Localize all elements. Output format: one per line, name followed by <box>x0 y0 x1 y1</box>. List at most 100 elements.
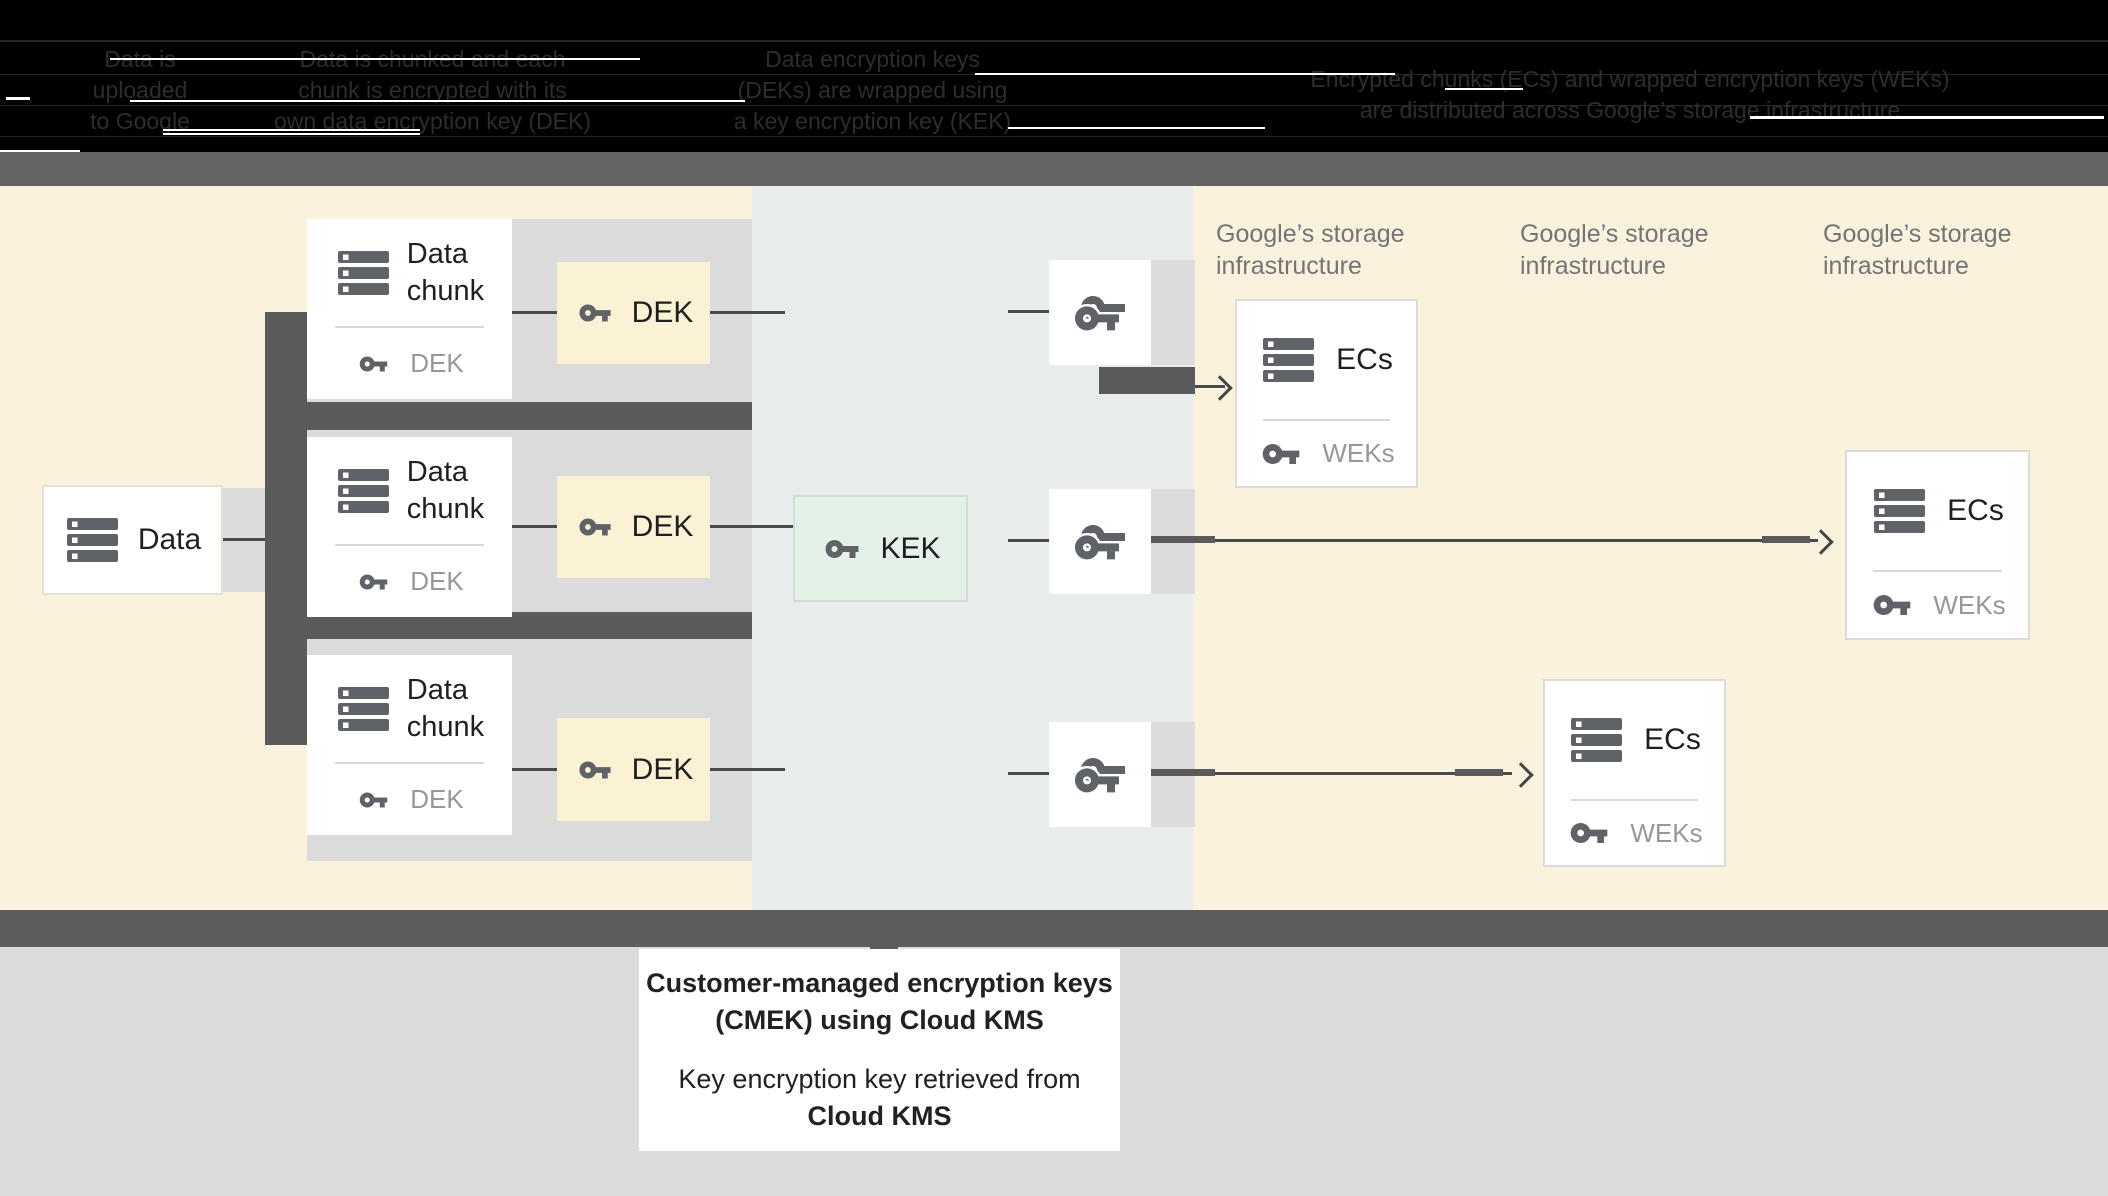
scanline <box>0 105 2108 106</box>
dek-box-label: DEK <box>631 510 694 543</box>
caption-column-distribution: Encrypted chunks (ECs) and wrapped encry… <box>1280 64 1980 126</box>
top-divider-bar <box>0 152 2108 186</box>
key-icon <box>1566 813 1612 853</box>
key-icon <box>574 296 616 330</box>
glitch-streak <box>130 100 745 102</box>
ecs-box-1: ECs WEKs <box>1235 299 1418 488</box>
connector-chunk-dek-2 <box>512 525 557 528</box>
weks-label: WEKs <box>1630 817 1703 848</box>
card-divider <box>335 762 484 764</box>
connector-chunk-dek-1 <box>512 311 557 314</box>
caption-subtitle-line: Key encryption key retrieved from <box>678 1064 1081 1094</box>
caption-line: uploaded <box>92 77 188 103</box>
row-divider-bar-1 <box>265 402 752 430</box>
dek-box-label: DEK <box>631 296 694 329</box>
server-icon <box>1568 718 1624 762</box>
connector-kek-wrap-2 <box>1008 539 1049 542</box>
ecs-title: ECs <box>1947 494 2004 527</box>
key-icon <box>355 785 392 815</box>
caption-title-line: Customer-managed encryption keys <box>646 968 1113 998</box>
wrapped-key-box-2 <box>1049 489 1151 594</box>
caption-subtitle-line: Cloud KMS <box>807 1101 952 1131</box>
card-divider <box>1571 799 1698 801</box>
dek-box-label: DEK <box>631 752 694 786</box>
card-divider <box>335 326 484 328</box>
glitch-streak <box>163 129 420 131</box>
data-box: Data <box>42 485 223 595</box>
arrow-line-2 <box>1151 539 1818 542</box>
chunk-dek-label: DEK <box>410 784 464 814</box>
key-icon <box>1258 434 1304 474</box>
storage-label-2: Google’s storage infrastructure <box>1520 218 1709 282</box>
ecs-box-3: ECs WEKs <box>1543 679 1726 867</box>
chunk-title-line: chunk <box>406 274 485 307</box>
data-box-label: Data <box>137 523 202 556</box>
storage-label-3: Google’s storage infrastructure <box>1823 218 2012 282</box>
server-icon <box>335 251 391 295</box>
double-key-icon <box>1073 517 1127 567</box>
glitch-streak <box>6 97 30 100</box>
card-divider <box>1263 419 1390 421</box>
storage-label-line: infrastructure <box>1520 252 1666 280</box>
glitch-streak <box>1008 127 1265 129</box>
chunk-title-line: chunk <box>406 492 485 525</box>
glitch-streak <box>975 73 1395 75</box>
caption-column-wrapping: Data encryption keys (DEKs) are wrapped … <box>700 44 1045 137</box>
key-icon <box>574 753 616 787</box>
caption-line: Encrypted chunks (ECs) and wrapped encry… <box>1310 66 1950 92</box>
server-icon <box>1871 489 1927 533</box>
chunk-dek-label: DEK <box>410 566 464 596</box>
connector-dek-out-1 <box>710 311 785 314</box>
storage-label-line: infrastructure <box>1823 252 1969 280</box>
caption-line: are distributed across Google’s storage … <box>1359 97 1901 123</box>
chunk-title-line: chunk <box>406 710 485 743</box>
data-chunk-card-2: Data chunk DEK <box>307 437 512 617</box>
storage-label-line: Google’s storage <box>1823 220 2012 248</box>
connector-dek-out-3 <box>710 768 785 771</box>
wrap-box-strip <box>1151 260 1195 365</box>
caption-pointer-tab <box>870 944 898 953</box>
server-icon <box>335 469 391 513</box>
double-key-icon <box>1073 750 1127 800</box>
trunk-bar <box>265 312 307 745</box>
caption-line: Data encryption keys <box>765 46 980 72</box>
caption-line: chunk is encrypted with its <box>298 77 567 103</box>
server-icon <box>335 687 391 731</box>
connector-data-trunk <box>223 538 267 541</box>
dek-box-2: DEK <box>557 476 710 578</box>
weks-label: WEKs <box>1322 438 1395 468</box>
chunk-title-line: Data <box>406 455 469 488</box>
arrow-thick-segment <box>1762 536 1810 543</box>
glitch-streak <box>163 133 420 135</box>
server-icon <box>1260 338 1316 382</box>
wrapped-key-box-1 <box>1049 260 1151 365</box>
double-key-icon <box>1073 288 1127 338</box>
key-icon <box>355 567 392 597</box>
storage-label-line: Google’s storage <box>1216 220 1405 248</box>
storage-label-line: Google’s storage <box>1520 220 1709 248</box>
chunk-title-line: Data <box>406 673 469 706</box>
glitch-streak <box>110 58 640 60</box>
storage-label-1: Google’s storage infrastructure <box>1216 218 1405 282</box>
connector-dek-kek <box>710 525 793 528</box>
card-divider <box>1873 570 2002 572</box>
arrow-line-3 <box>1151 772 1512 775</box>
caption-card: Customer-managed encryption keys (CMEK) … <box>639 949 1120 1151</box>
caption-line: (DEKs) are wrapped using <box>737 77 1008 103</box>
kek-box-label: KEK <box>880 531 941 565</box>
arrow-line-1 <box>1195 385 1225 388</box>
key-icon <box>574 510 616 544</box>
distribution-pipe-1 <box>1099 367 1195 394</box>
storage-label-line: infrastructure <box>1216 252 1362 280</box>
connector-kek-wrap-1 <box>1008 310 1049 313</box>
arrow-thick-segment <box>1455 769 1503 776</box>
dek-box-1: DEK <box>557 262 710 364</box>
distribution-pipe-2 <box>1151 536 1215 543</box>
glitch-streak <box>1445 88 1523 90</box>
chunk-dek-label: DEK <box>410 348 464 378</box>
ecs-box-2: ECs WEKs <box>1845 450 2030 640</box>
key-icon <box>355 349 392 379</box>
caption-title-line: (CMEK) using Cloud KMS <box>715 1005 1044 1035</box>
